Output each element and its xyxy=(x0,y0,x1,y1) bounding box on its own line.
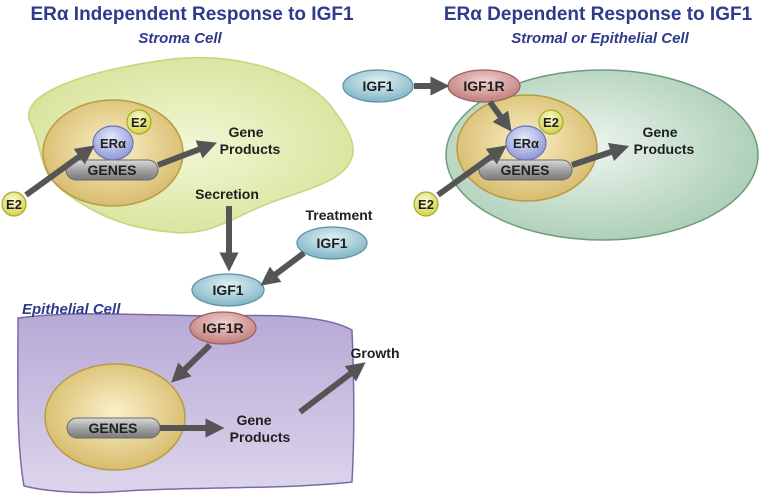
epithelial-genes-label: GENES xyxy=(88,420,137,436)
right-igf1 xyxy=(342,69,414,103)
e2-free xyxy=(1,191,27,217)
right-igf1-label: IGF1 xyxy=(362,78,393,94)
gene-products-top-line1: Gene xyxy=(228,124,263,140)
era-receptor xyxy=(92,125,134,161)
right-e2-free-label: E2 xyxy=(418,197,434,212)
e2-bound xyxy=(126,109,152,135)
left-subtitle: Stroma Cell xyxy=(138,30,222,47)
era-label: ERα xyxy=(100,136,126,151)
gene-products-bottom-line1: Gene xyxy=(236,412,271,428)
e2-free-label: E2 xyxy=(6,197,22,212)
igf1r-to-nucleus-arrow xyxy=(171,342,213,383)
treatment-arrow xyxy=(260,250,306,286)
right-e2-free xyxy=(413,191,439,217)
e2-to-era-arrow xyxy=(24,145,95,198)
igf1-treatment-label: IGF1 xyxy=(316,235,347,251)
right-e2-to-era-arrow xyxy=(436,145,507,198)
secretion-label: Secretion xyxy=(195,186,259,202)
right-era-receptor xyxy=(505,125,547,161)
right-gene-products-line1: Gene xyxy=(642,124,677,140)
epithelial-nucleus xyxy=(44,363,186,471)
igf1-secreted xyxy=(191,273,265,307)
right-subtitle: Stromal or Epithelial Cell xyxy=(511,30,689,47)
genes-label: GENES xyxy=(87,162,136,178)
igf1r-to-era-arrow xyxy=(487,100,512,132)
right-e2-bound xyxy=(538,109,564,135)
right-e2-bound-label: E2 xyxy=(543,115,559,130)
products-to-growth-arrow xyxy=(298,362,366,415)
igf1r-epithelial xyxy=(189,311,257,345)
e2-bound-label: E2 xyxy=(131,115,147,130)
igf1r-epithelial-label: IGF1R xyxy=(202,320,243,336)
igf1-secreted-label: IGF1 xyxy=(212,282,243,298)
growth-label: Growth xyxy=(351,345,400,361)
gene-products-top-line2: Products xyxy=(220,141,281,157)
treatment-label: Treatment xyxy=(306,207,373,223)
right-gene-products-line2: Products xyxy=(634,141,695,157)
right-era-label: ERα xyxy=(513,136,539,151)
genes-to-products-arrow xyxy=(156,140,217,168)
gene-products-bottom-line2: Products xyxy=(230,429,291,445)
left-title: ERα Independent Response to IGF1 xyxy=(30,4,354,25)
epithelial-cell-label: Epithelial Cell xyxy=(22,301,121,318)
right-title: ERα Dependent Response to IGF1 xyxy=(444,4,753,25)
right-genes-to-products-arrow xyxy=(571,142,630,168)
right-igf1r-label: IGF1R xyxy=(463,78,504,94)
right-genes-label: GENES xyxy=(500,162,549,178)
igf1-treatment xyxy=(296,226,368,260)
